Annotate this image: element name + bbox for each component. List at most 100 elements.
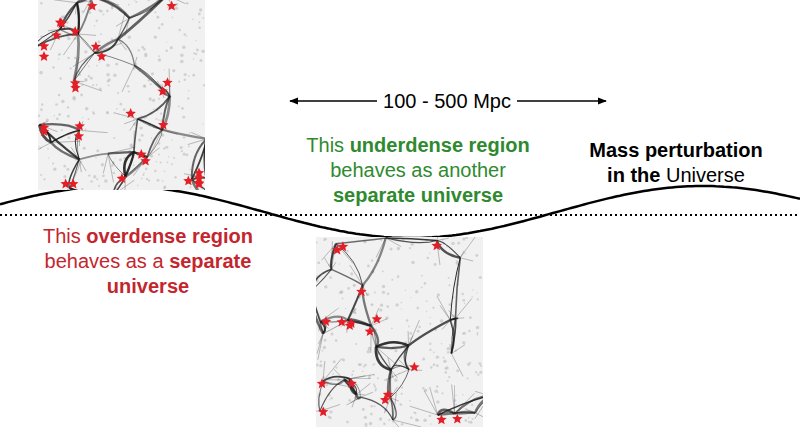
noise-dot [441,392,443,394]
noise-dot [346,250,348,252]
filament [51,130,79,142]
noise-dot [203,84,205,87]
noise-dot [43,178,45,180]
filament [191,132,205,139]
noise-dot [429,415,431,417]
noise-dot [355,343,357,345]
noise-dot [185,153,188,156]
noise-dot [66,22,68,24]
noise-dot [380,303,383,306]
noise-dot [415,290,418,293]
noise-dot [451,242,454,245]
noise-dot [184,73,187,76]
noise-dot [126,85,129,88]
filament [73,53,95,67]
galaxy-star [39,41,49,51]
noise-dot [106,111,108,113]
noise-dot [141,178,143,180]
noise-dot [195,53,197,55]
filament [48,29,60,30]
word: underdense [350,134,463,156]
noise-dot [144,54,147,57]
noise-dot [182,116,185,119]
noise-dot [96,20,98,22]
noise-dot [468,421,470,423]
noise-dot [324,339,327,342]
filament [391,346,409,370]
noise-dot [183,33,186,36]
noise-dot [464,252,465,253]
filament [465,409,475,413]
noise-dot [465,419,468,422]
filament [79,154,108,160]
noise-dot [174,176,176,178]
noise-dot [161,23,164,26]
filament [323,377,350,382]
filament [70,188,96,190]
noise-dot [135,1,137,3]
noise-dot [448,376,450,378]
word: another [438,159,506,181]
noise-dot [408,326,410,328]
noise-dot [96,178,98,180]
noise-dot [346,421,349,424]
noise-dot [90,180,93,183]
noise-dot [447,351,449,353]
filament [318,395,320,411]
noise-dot [138,49,140,51]
noise-dot [74,57,76,59]
noise-dot [406,319,408,321]
noise-dot [371,303,373,305]
filament [376,238,386,258]
galaxy-star [346,378,357,388]
noise-dot [476,326,480,330]
filament [147,130,162,158]
noise-dot [432,307,434,309]
galaxy-star [194,173,204,183]
noise-dot [178,29,180,31]
noise-dot [444,367,446,369]
noise-dot [448,284,450,286]
noise-dot [52,163,54,165]
noise-dot [154,170,156,172]
noise-dot [338,308,339,309]
word: Universe [666,164,745,186]
noise-dot [117,92,119,94]
noise-dot [111,164,114,167]
noise-dot [146,178,148,180]
noise-dot [448,277,450,279]
noise-dot [141,134,144,137]
noise-dot [202,123,203,124]
noise-dot [186,2,189,5]
noise-dot [96,84,98,86]
noise-dot [119,158,122,161]
filament [460,251,464,258]
noise-dot [188,90,189,91]
word: separate [333,184,415,206]
filament [386,238,401,247]
noise-dot [93,175,96,178]
noise-dot [66,168,69,171]
noise-dot [119,103,122,106]
noise-dot [477,334,479,336]
noise-dot [83,147,86,150]
galaxy-star [56,18,67,28]
noise-dot [41,103,43,105]
filament [475,396,483,413]
noise-dot [374,363,376,365]
noise-dot [479,371,482,374]
noise-dot [143,84,146,87]
filament [103,154,108,174]
noise-dot [477,332,479,334]
filament [167,0,171,4]
noise-dot [115,36,116,37]
noise-dot [107,80,110,83]
noise-dot [374,405,376,407]
noise-dot [410,297,411,298]
noise-dot [81,188,83,190]
filament [455,298,471,318]
noise-dot [164,69,165,70]
filament [363,238,386,285]
noise-dot [189,169,191,171]
filament [376,346,409,348]
